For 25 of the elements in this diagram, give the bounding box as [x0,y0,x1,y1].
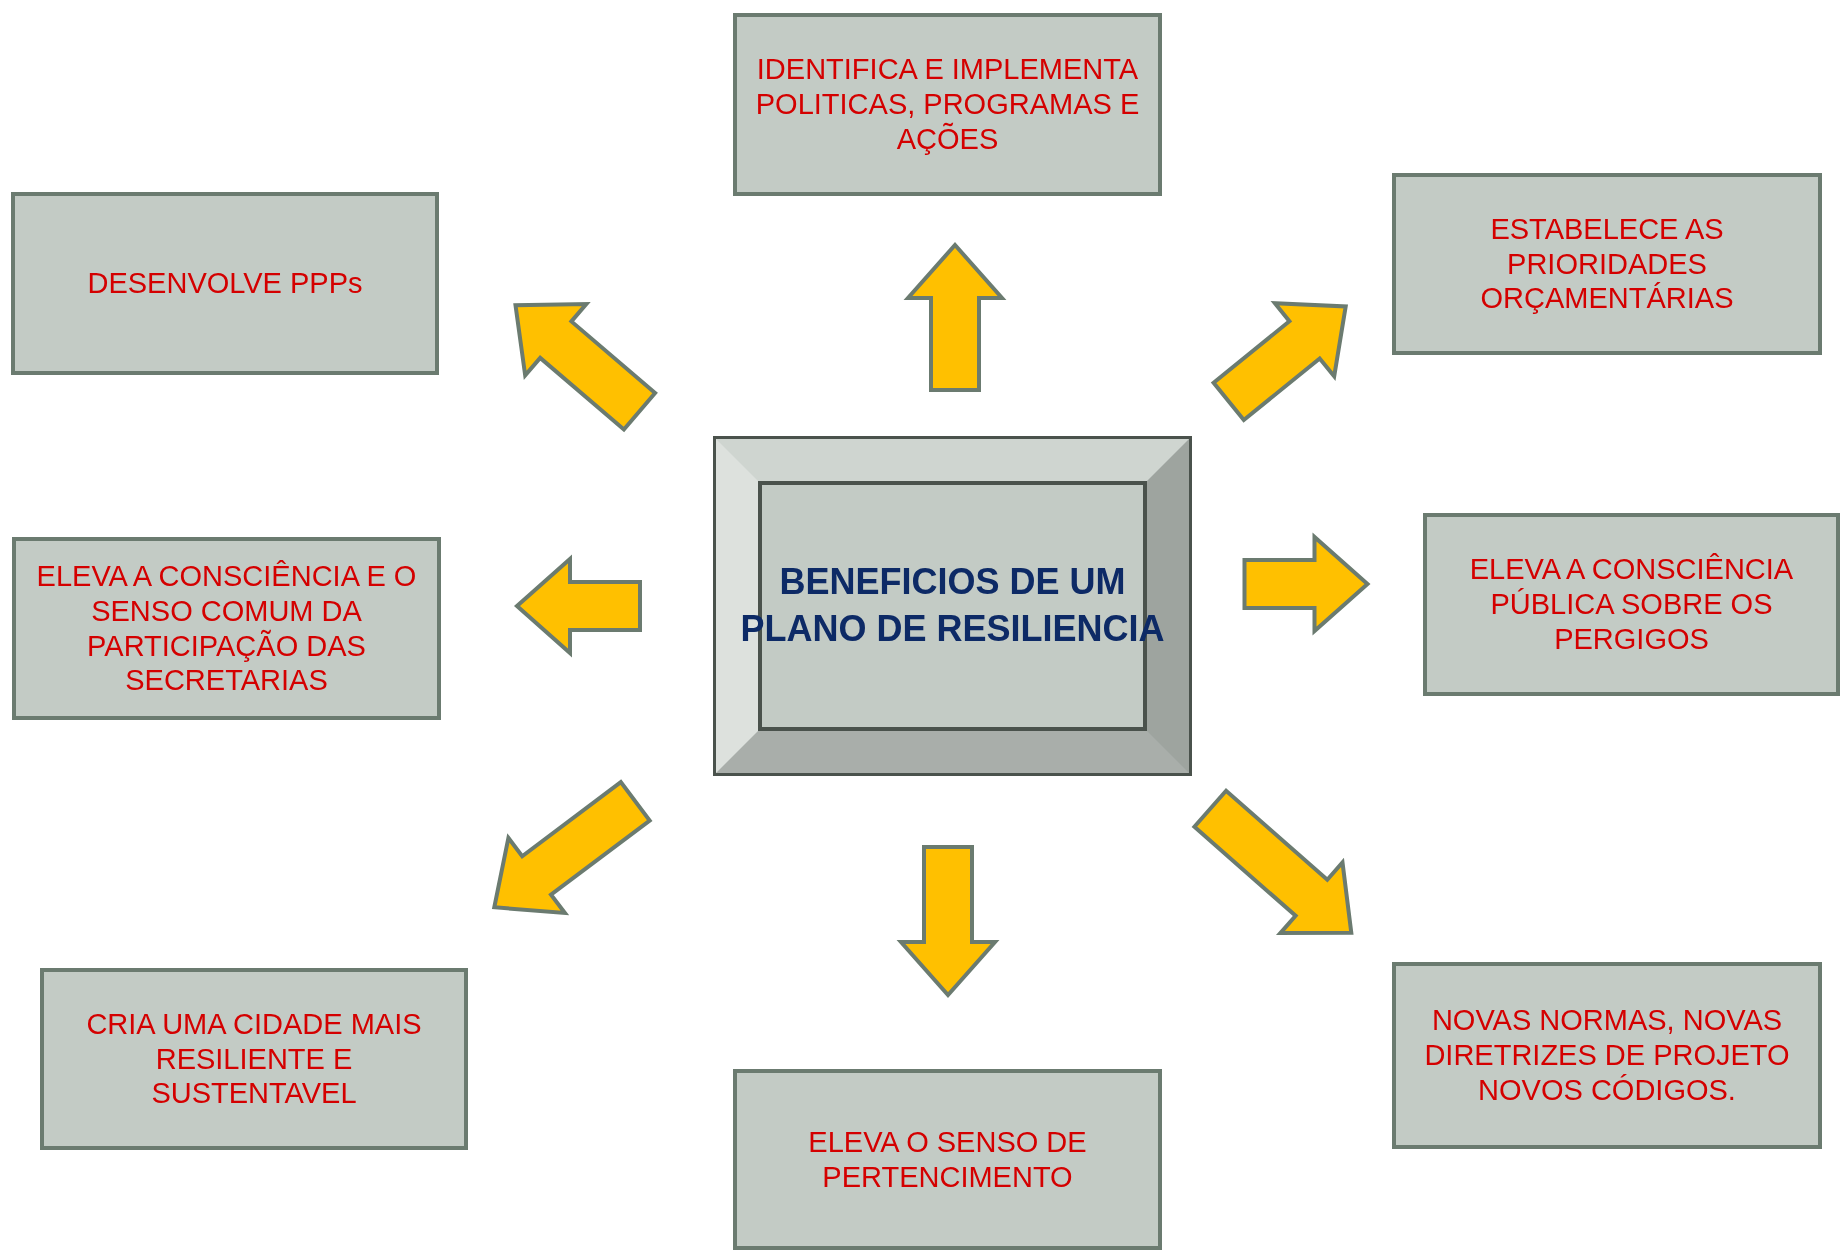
box-text: ELEVA O SENSO DE PERTENCIMENTO [807,1124,1088,1195]
text-box [1392,962,1822,1149]
text-box [733,13,1162,196]
box-text: DESENVOLVE PPPs [86,266,364,301]
block-arrow [896,845,1000,998]
box-text: ELEVA A CONSCIÊNCIA PÚBLICA SOBRE OS PERGIGOS [1468,552,1795,657]
beveled-box [716,439,1189,773]
block-arrow [513,301,658,433]
text-box [11,192,439,375]
block-arrow [491,779,653,916]
text-box [12,537,441,720]
text-box [1392,173,1822,355]
block-arrow [514,554,642,658]
block-arrow [1242,532,1371,636]
block-arrow [1210,301,1349,423]
box-text: IDENTIFICA E IMPLEMENTA POLITICAS, PROGRAMAS E AÇÕES [754,52,1141,157]
block-arrow [1191,787,1354,936]
text-box [733,1069,1162,1250]
box-text: ELEVA A CONSCIÊNCIA E O SENSO COMUM DA PARTICIPAÇÃO DAS SECRETARIAS [35,558,418,699]
block-arrow [903,242,1007,392]
text-box [1423,513,1840,696]
box-text: ESTABELECE AS PRIORIDADES ORÇAMENTÁRIAS [1479,211,1735,317]
box-text: CRIA UMA CIDADE MAIS RESILIENTE E SUSTENTAVEL [85,1006,423,1112]
box-text: NOVAS NORMAS, NOVAS DIRETRIZES DE PROJETO NOVOS CÓDIGOS. [1423,1003,1791,1108]
text-box [40,968,468,1150]
